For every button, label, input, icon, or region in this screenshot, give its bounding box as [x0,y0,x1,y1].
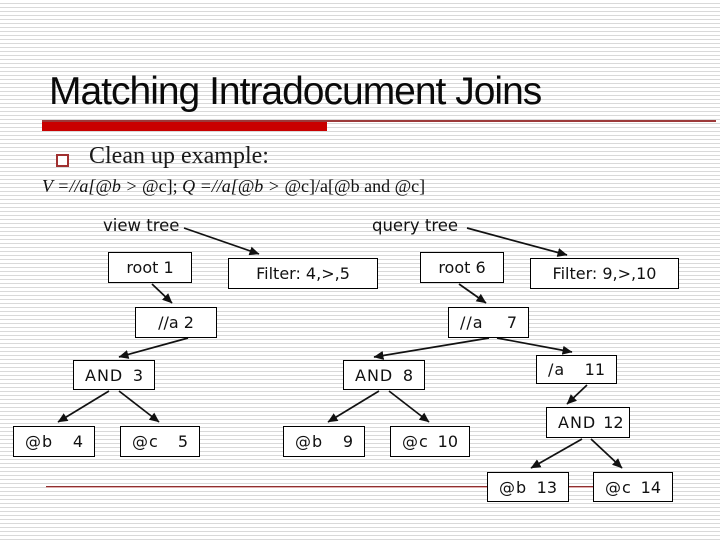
node-label: @b [25,432,54,451]
tree-node-filter2: Filter: 9,>,10 [530,258,679,289]
node-number: 4 [72,432,83,451]
node-label: @c [605,477,632,497]
slide-title: Matching Intradocument Joins [49,70,542,113]
bullet-square-icon [56,154,69,167]
bullet-text: Clean up example: [89,143,269,169]
node-label: AND [85,365,124,385]
edge-arrow [183,227,260,256]
edge-arrow [530,438,583,469]
edge-arrow [373,337,490,360]
edge-arrow [458,283,487,304]
node-label: AND [355,365,394,385]
title-rule-thin [42,120,716,122]
node-number: 10 [437,432,458,451]
formula-segment: @c]/a[@b and @c] [284,176,426,196]
node-number: 12 [603,413,624,432]
edge-arrow [118,390,160,423]
edge-arrow [151,283,173,304]
tree-node-filter1: Filter: 4,>,5 [228,258,378,289]
node-label: Filter: 9,>,10 [552,264,657,283]
node-number: 11 [584,360,605,379]
tree-node-b13: @b 13 [487,472,569,502]
node-label: root 6 [438,258,486,277]
title-rule-thick [42,122,327,131]
tree-node-and3: AND 3 [73,360,155,390]
bottom-rule [46,486,673,488]
node-number: 3 [132,365,143,385]
tree-node-root6: root 6 [420,252,504,283]
tree-node-b4: @b 4 [13,426,95,457]
edge-arrow [57,390,110,423]
tree-node-b9: @b 9 [283,426,365,457]
edge-arrow [590,438,623,469]
node-number: 14 [640,477,661,497]
node-label: @c [402,432,429,451]
node-label: Filter: 4,>,5 [256,264,350,283]
edge-arrow [566,384,588,405]
node-number: 5 [177,432,188,451]
node-label: //a 2 [158,313,194,332]
node-label: /a [548,360,566,379]
formula-text: V =//a[@b > @c]; Q =//a[@b > @c]/a[@b an… [42,175,425,197]
tree-node-c14: @c 14 [593,472,673,502]
node-label: @b [499,477,528,497]
query-tree-label: query tree [372,216,459,235]
node-number: 8 [402,365,413,385]
tree-node-c10: @c 10 [390,426,470,457]
tree-node-root1: root 1 [108,252,192,283]
node-label: root 1 [126,258,174,277]
node-number: 9 [342,432,353,451]
node-label: AND [558,413,597,432]
formula-segment: @c]; [142,176,183,196]
tree-node-a11: /a 11 [536,355,617,384]
tree-node-a7: //a 7 [448,307,529,338]
tree-node-a2: //a 2 [135,307,217,338]
node-number: 13 [536,477,557,497]
node-label: //a [460,313,484,332]
edge-arrow [466,227,568,257]
edge-arrow [118,337,189,359]
node-number: 7 [506,313,517,332]
node-label: @b [295,432,324,451]
tree-node-and8: AND 8 [343,360,425,390]
tree-node-c5: @c 5 [120,426,200,457]
tree-node-and12: AND 12 [546,407,630,438]
edge-arrow [327,390,380,423]
edge-arrow [388,390,430,423]
formula-segment: Q =//a[@b > [182,176,285,196]
edge-arrow [496,337,573,355]
formula-segment: V =//a[@b > [42,176,143,196]
node-label: @c [132,432,159,451]
view-tree-label: view tree [103,216,180,235]
